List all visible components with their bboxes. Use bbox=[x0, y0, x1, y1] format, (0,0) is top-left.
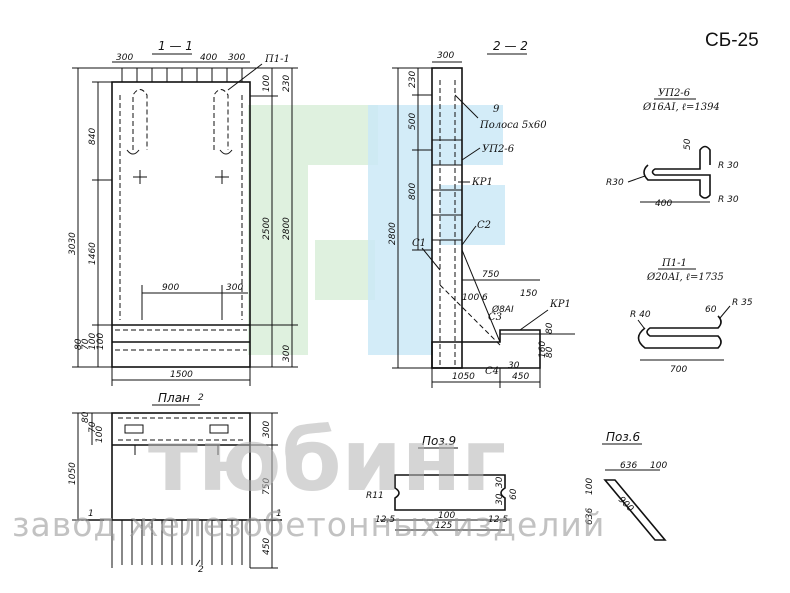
plan-dim-100: 100 bbox=[95, 426, 105, 443]
up2-6-dim-r30c: R 30 bbox=[718, 195, 739, 205]
dim-left-70: 70 bbox=[81, 338, 91, 350]
poz6-dim-100a: 100 bbox=[650, 461, 667, 471]
up2-6-dim-50: 50 bbox=[683, 138, 693, 150]
poz9-dim-60: 60 bbox=[509, 488, 519, 500]
dim-top-400: 400 bbox=[200, 53, 217, 63]
poz6-dim-900: 900 bbox=[616, 495, 635, 514]
p1-1-spec: Ø20АI, ℓ=1735 bbox=[646, 272, 724, 283]
section-2-2: 2 — 2 300 2800 230 500 800 bbox=[388, 39, 575, 388]
label-c2: С2 bbox=[477, 220, 491, 231]
section-1-1-title: 1 — 1 bbox=[158, 39, 193, 53]
plan-dim-70: 70 bbox=[88, 421, 98, 433]
label-p1-1: П1-1 bbox=[264, 54, 290, 65]
label-c4: С4 bbox=[485, 366, 499, 377]
dim-6: 6 bbox=[482, 293, 488, 303]
poz9-dim-30b: 30 bbox=[495, 493, 505, 505]
poz9-dim-12-5b: 12,5 bbox=[488, 515, 508, 525]
dim-3030: 3030 bbox=[68, 232, 78, 255]
up2-6-dim-400: 400 bbox=[655, 199, 672, 209]
dim-80b: 80 bbox=[545, 346, 555, 358]
dim-30: 30 bbox=[508, 361, 520, 371]
up2-6-dim-r30a: R 30 bbox=[718, 161, 739, 171]
p1-1-title: П1-1 bbox=[661, 258, 687, 269]
plan-dim-750: 750 bbox=[262, 478, 272, 495]
section-1-1: 1 — 1 bbox=[68, 39, 298, 386]
dim-d8: Ø8АI bbox=[491, 304, 514, 315]
dim-right-100: 100 bbox=[262, 75, 272, 92]
dim-2-2-500: 500 bbox=[408, 113, 418, 130]
detail-up2-6: УП2-6 Ø16АI, ℓ=1394 50 R 30 R30 400 R 30 bbox=[606, 88, 739, 209]
up2-6-spec: Ø16АI, ℓ=1394 bbox=[642, 102, 720, 113]
poz9-dim-30a: 30 bbox=[495, 476, 505, 488]
label-9: 9 bbox=[493, 104, 500, 115]
p1-1-dim-r35: R 35 bbox=[732, 298, 753, 308]
dim-840: 840 bbox=[88, 128, 98, 145]
sheet-code: СБ-25 bbox=[705, 30, 759, 51]
dim-160: 160 bbox=[538, 341, 548, 358]
label-c1: С1 bbox=[412, 238, 426, 249]
watermark-subtitle: завод железобетонных изделий bbox=[12, 505, 605, 544]
p1-1-dim-60: 60 bbox=[705, 305, 717, 315]
poz6-title: Поз.6 bbox=[606, 430, 641, 444]
plan-dim-1050: 1050 bbox=[68, 462, 78, 485]
detail-poz6: Поз.6 636 100 100 636 900 bbox=[585, 430, 667, 541]
poz9-dim-125: 125 bbox=[435, 521, 452, 531]
dim-2800: 2800 bbox=[282, 217, 292, 240]
dim-900: 900 bbox=[162, 283, 179, 293]
up2-6-title: УП2-6 bbox=[658, 88, 691, 99]
plan-title: План bbox=[158, 391, 190, 405]
dim-450: 450 bbox=[512, 372, 529, 382]
dim-100-s22: 100 bbox=[462, 293, 479, 303]
dim-left-100b: 100 bbox=[96, 333, 106, 350]
bottom-rebar-dots bbox=[115, 329, 247, 351]
dim-right-230: 230 bbox=[282, 75, 292, 92]
dim-80a: 80 bbox=[545, 322, 555, 334]
plan-mark-2: 2 bbox=[198, 393, 204, 403]
watermark-logo bbox=[248, 105, 505, 355]
dim-2-2-2800: 2800 bbox=[388, 222, 398, 245]
poz9-dim-r11: R11 bbox=[366, 491, 384, 501]
plan-section-mark-left: 1 bbox=[88, 509, 94, 519]
label-up2-6-section: УП2-6 bbox=[482, 144, 515, 155]
plan-dim-300: 300 bbox=[262, 421, 272, 438]
dim-2-2-top-300: 300 bbox=[437, 51, 454, 61]
dim-2-2-230: 230 bbox=[408, 71, 418, 88]
dim-left-100a: 100 bbox=[88, 333, 98, 350]
up2-6-dim-r30b: R30 bbox=[606, 178, 624, 188]
plan-view: План 2 1 1 2 1050 bbox=[68, 391, 282, 575]
poz9-dim-100: 100 bbox=[438, 511, 455, 521]
dim-750: 750 bbox=[482, 270, 499, 280]
label-strip: Полоса 5х60 bbox=[479, 120, 547, 131]
detail-p1-1: П1-1 Ø20АI, ℓ=1735 60 R 35 R 40 700 bbox=[630, 258, 753, 375]
label-c3: С3 bbox=[488, 312, 502, 323]
poz6-dim-636b: 636 bbox=[585, 508, 595, 525]
dim-left-80: 80 bbox=[74, 338, 84, 350]
dim-1500: 1500 bbox=[170, 370, 193, 380]
plan-dim-80: 80 bbox=[81, 411, 91, 423]
poz6-dim-636a: 636 bbox=[620, 461, 637, 471]
detail-poz9: Поз.9 R11 30 30 60 12,5 100 12,5 125 bbox=[366, 434, 519, 531]
poz6-dim-100b: 100 bbox=[585, 478, 595, 495]
watermark-brand: тюбинг bbox=[148, 411, 506, 511]
dim-right-300: 300 bbox=[282, 345, 292, 362]
label-kr1-top: КР1 bbox=[471, 177, 493, 188]
plan-section-mark-right: 1 bbox=[276, 509, 282, 519]
dim-1460: 1460 bbox=[88, 242, 98, 265]
section-2-2-title: 2 — 2 bbox=[493, 39, 528, 53]
label-kr1-bottom: КР1 bbox=[549, 299, 571, 310]
dim-2500: 2500 bbox=[262, 217, 272, 240]
dim-top-300-left: 300 bbox=[116, 53, 133, 63]
dim-150: 150 bbox=[520, 289, 537, 299]
poz9-dim-12-5a: 12,5 bbox=[375, 515, 395, 525]
dim-top-300-right: 300 bbox=[228, 53, 245, 63]
plan-dim-450: 450 bbox=[262, 538, 272, 555]
p1-1-dim-700: 700 bbox=[670, 365, 687, 375]
p1-1-dim-r40: R 40 bbox=[630, 310, 651, 320]
poz9-title: Поз.9 bbox=[422, 434, 456, 448]
dim-1050: 1050 bbox=[452, 372, 475, 382]
dim-300-inner: 300 bbox=[226, 283, 243, 293]
dim-2-2-800: 800 bbox=[408, 183, 418, 200]
plan-section-mark-bottom: 2 bbox=[198, 565, 204, 575]
